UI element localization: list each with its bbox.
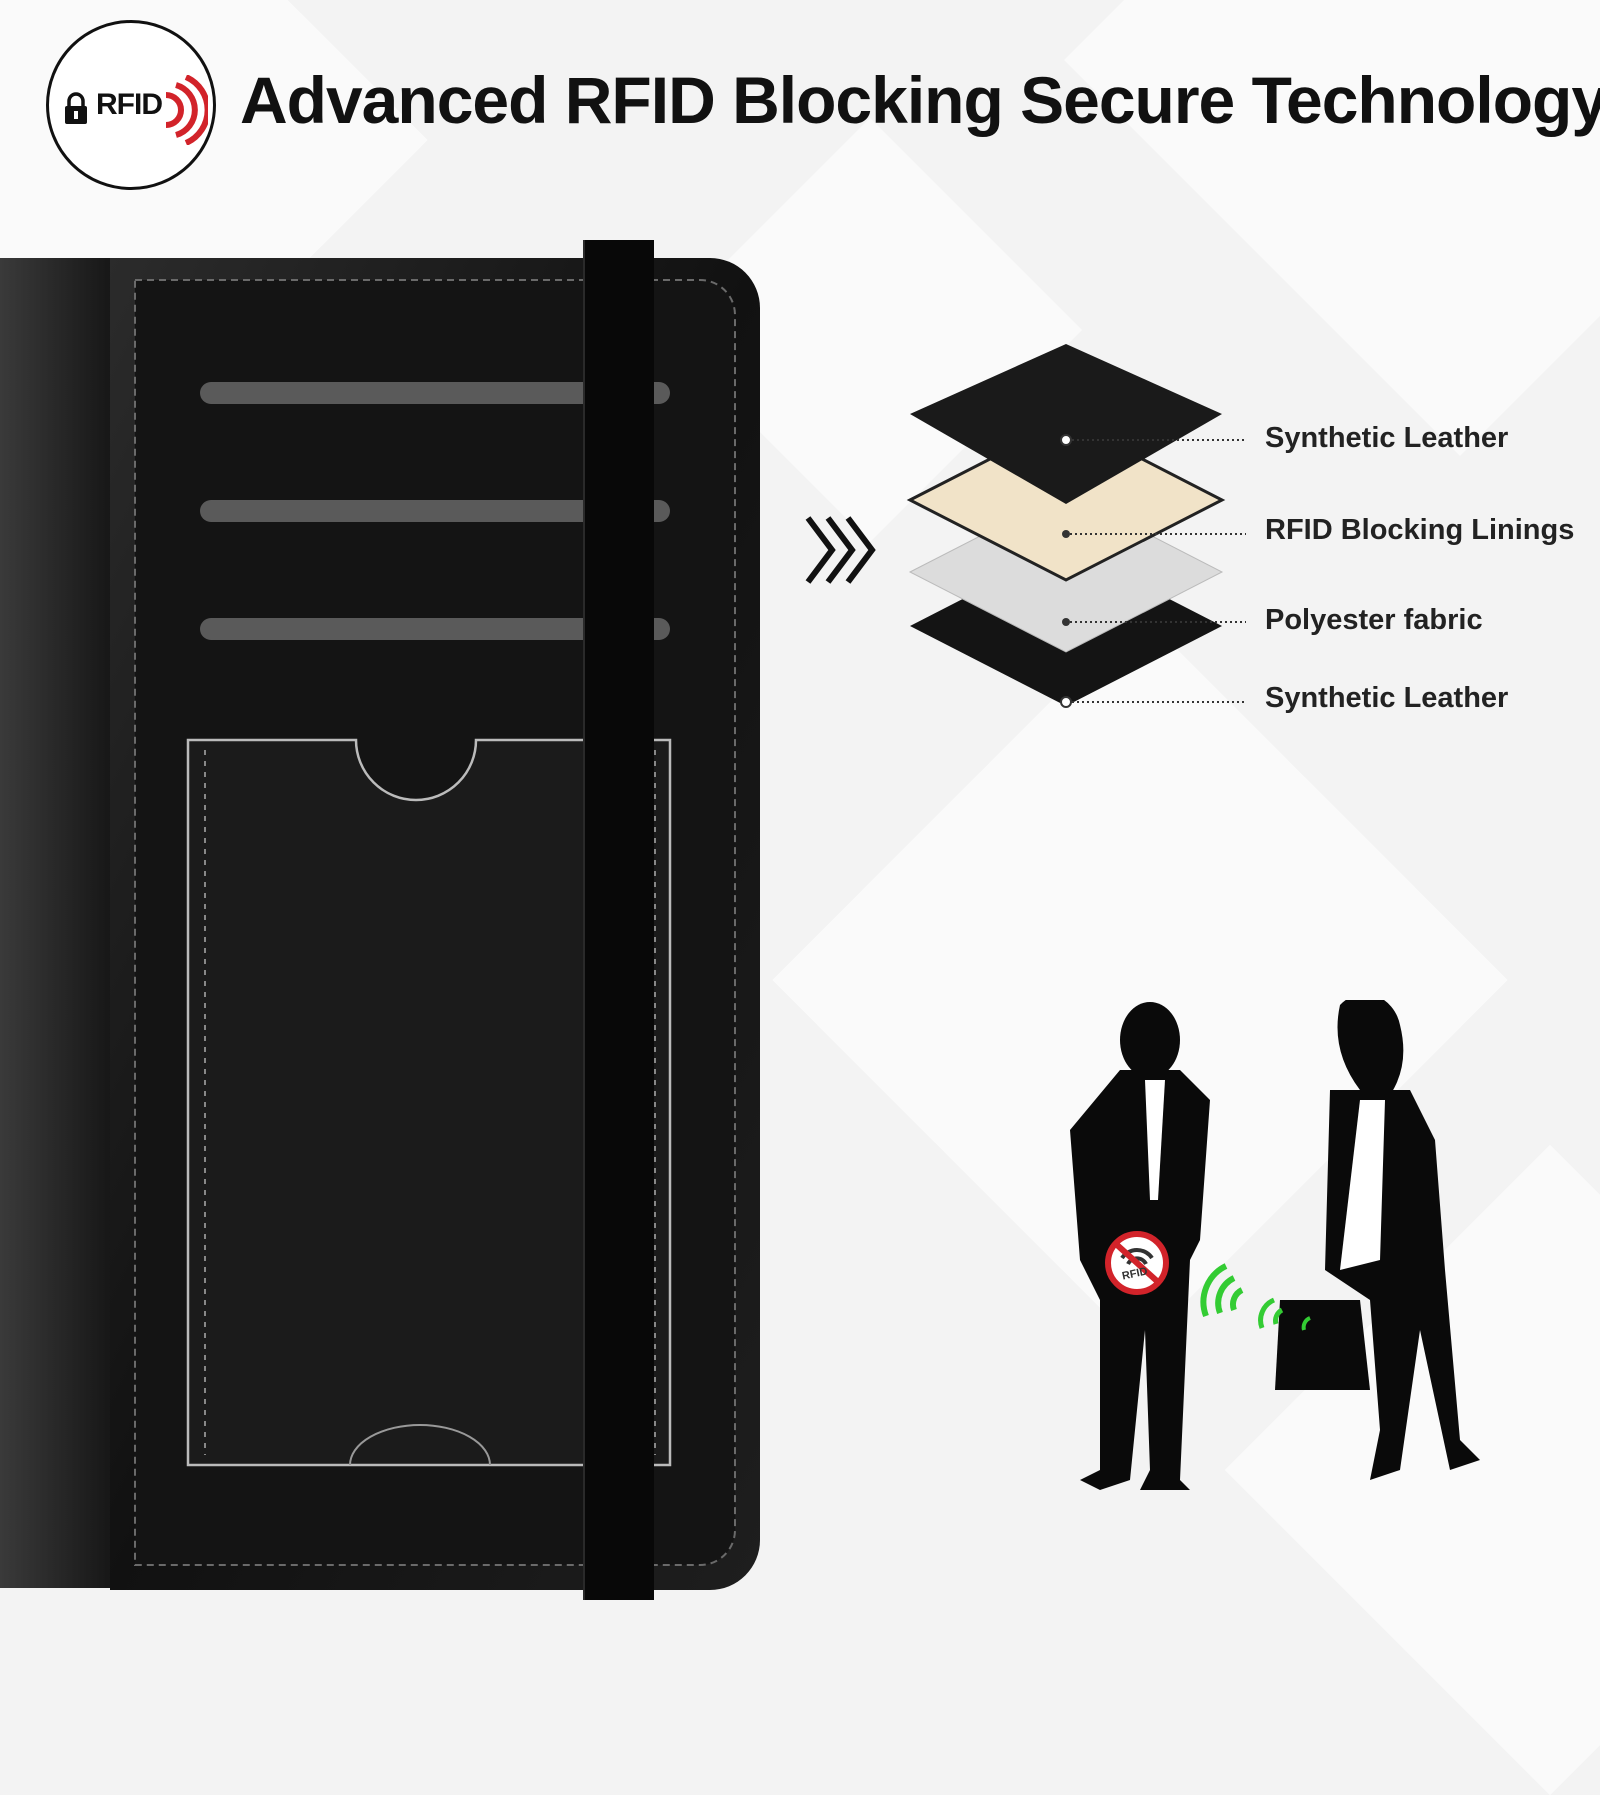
rfid-logo-text: RFID [96,88,163,121]
rfid-logo [46,20,216,190]
rfid-lock-icon [65,92,87,124]
signal-waves-icon [1200,1263,1311,1331]
triple-chevron-icon [805,516,876,584]
layer-shape-1 [910,344,1222,504]
material-layers-diagram [906,344,1246,708]
passport-wallet-image [0,240,760,1600]
header: RFID Advanced RFID Blocking Secure Techn… [0,0,1600,220]
people-silhouette-illustration [1070,1000,1480,1490]
layer-label-1: Synthetic Leather [1265,422,1509,454]
page-title: Advanced RFID Blocking Secure Technology [240,63,1600,137]
layer-label-4: Synthetic Leather [1265,682,1509,714]
layer-label-2: RFID Blocking Linings [1265,514,1575,546]
rfid-waves-icon [165,75,208,145]
rfid-blocked-badge-icon [1105,1231,1169,1295]
layer-label-3: Polyester fabric [1265,604,1483,636]
